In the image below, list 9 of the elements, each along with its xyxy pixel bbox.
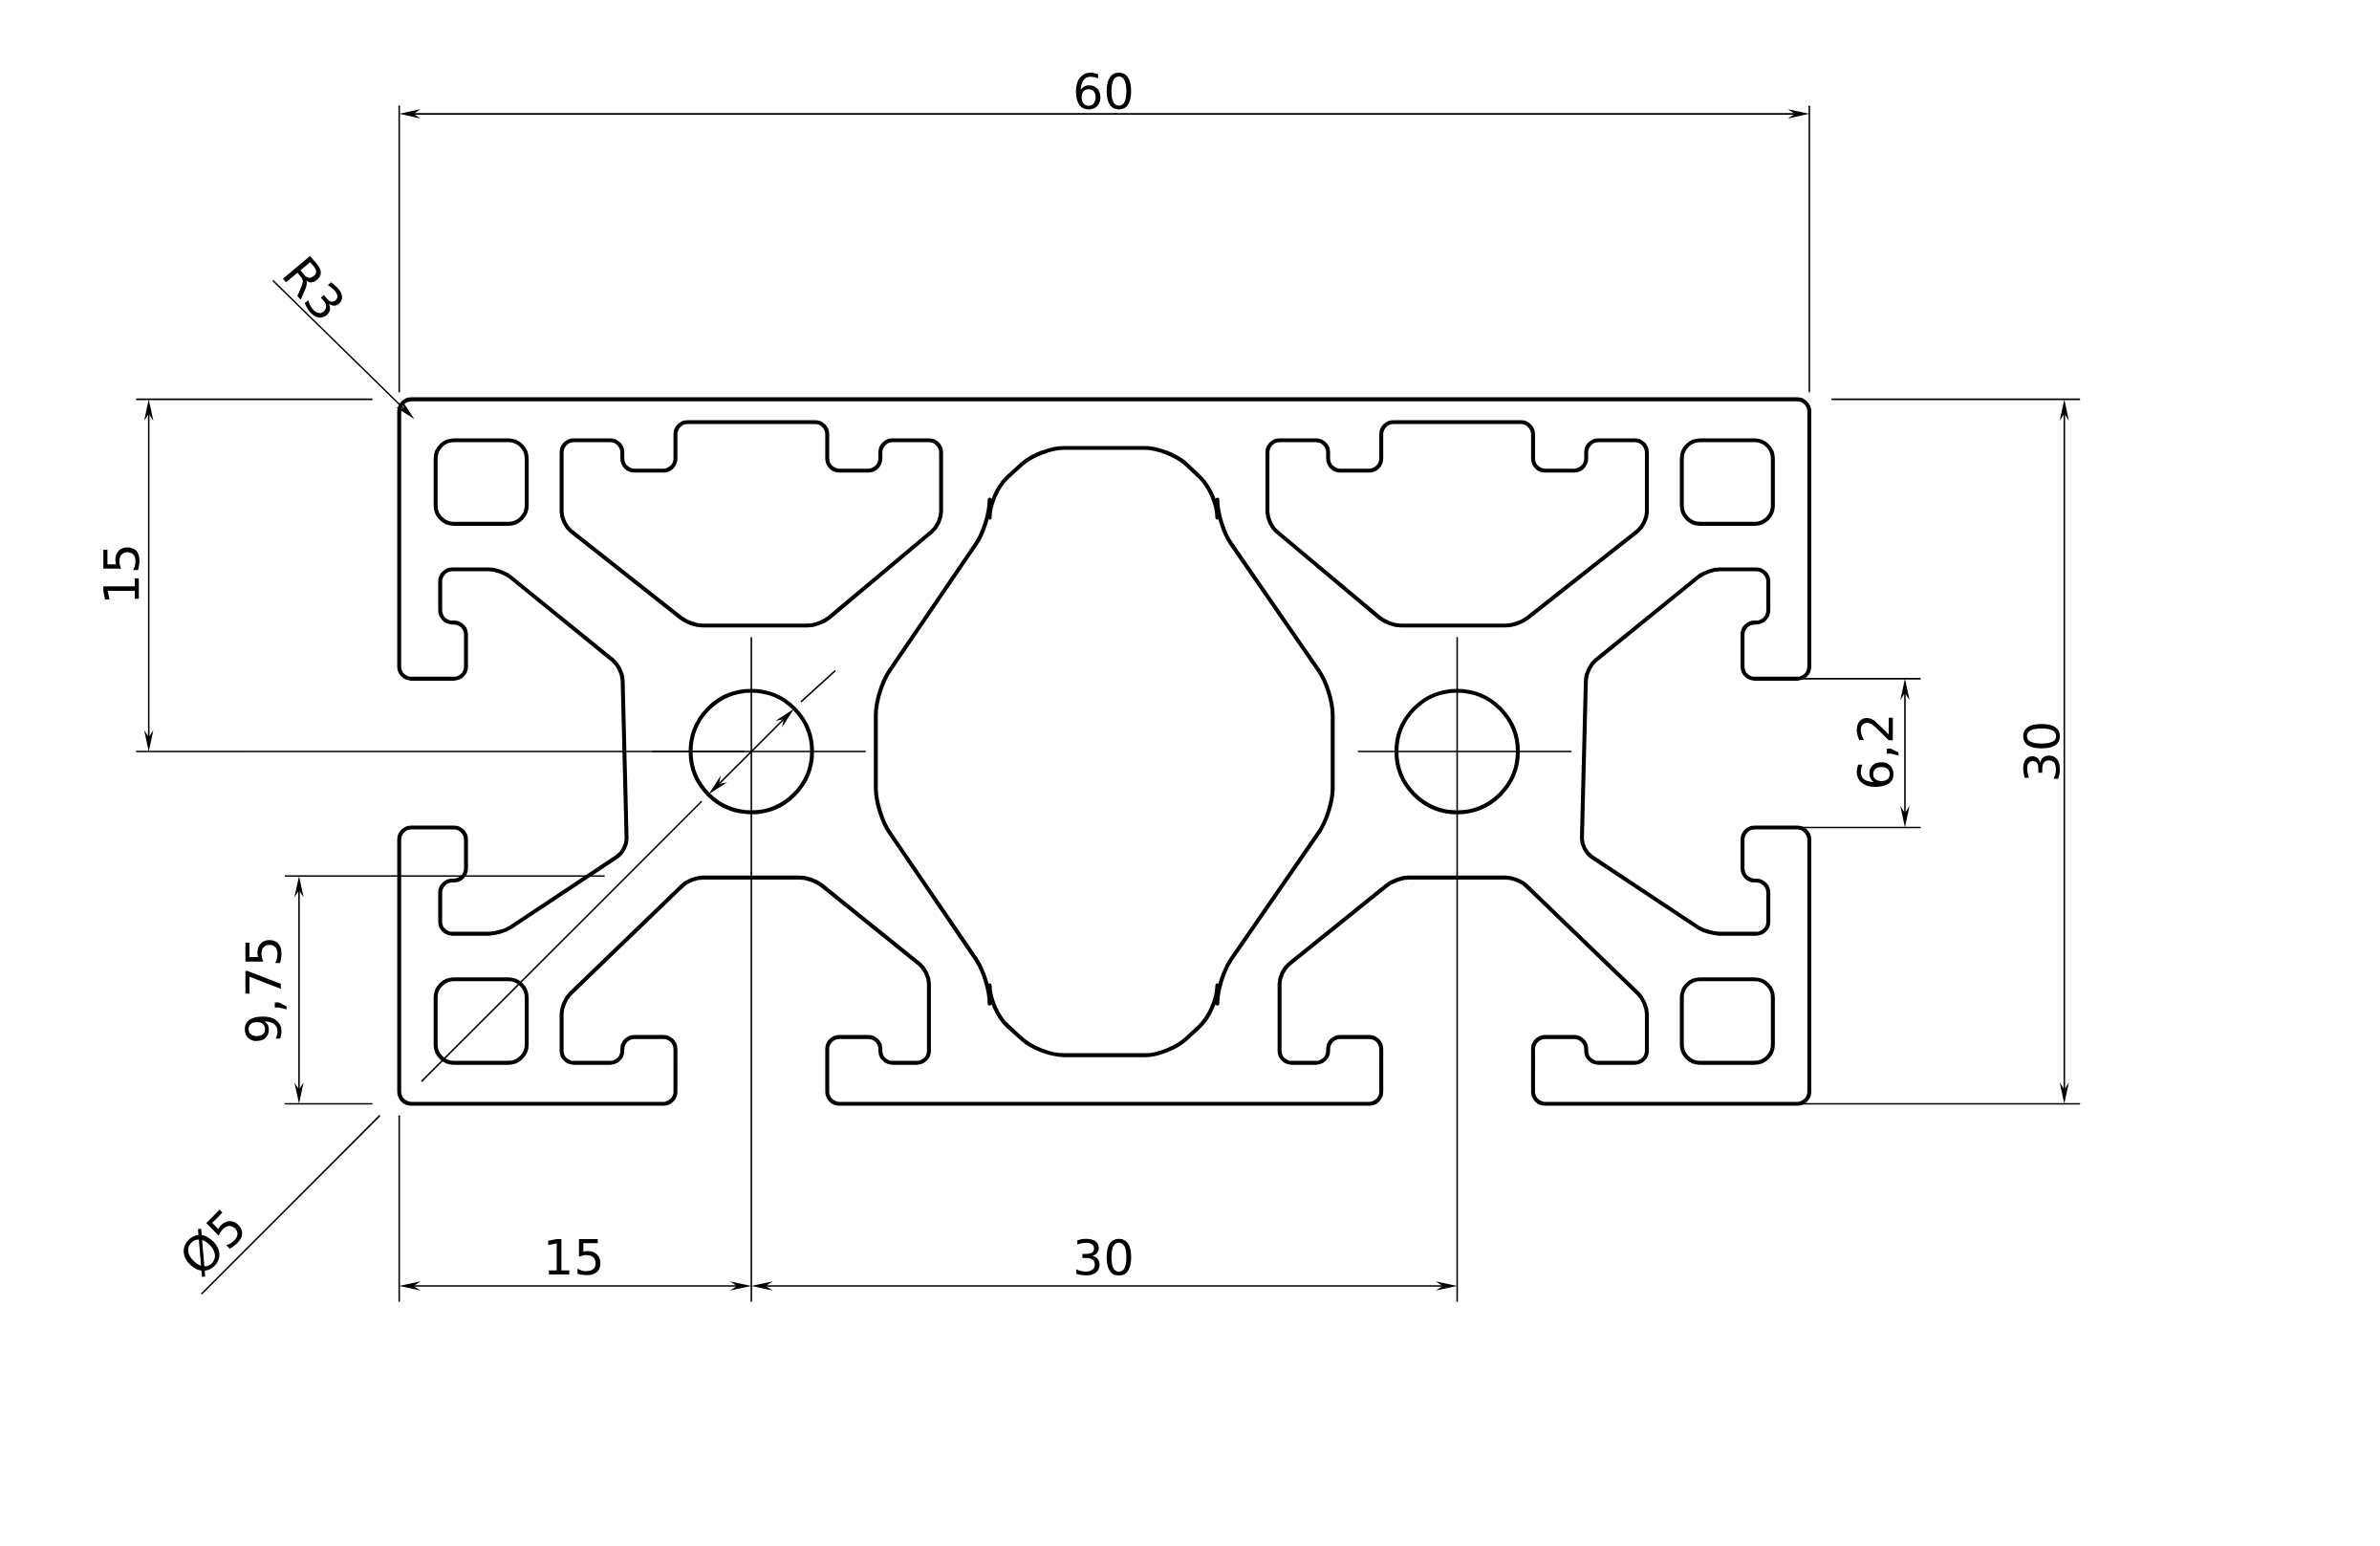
dimension-label: 15 bbox=[548, 1239, 601, 1275]
dimension-label: 15 bbox=[103, 547, 140, 600]
dimension-label: 6,2 bbox=[1856, 717, 1899, 788]
dimension-label: Ø5 bbox=[184, 1209, 243, 1277]
dimension-label: 30 bbox=[1076, 1238, 1132, 1276]
dimension-label: R3 bbox=[283, 255, 342, 318]
dimension-label: 60 bbox=[1075, 73, 1132, 110]
dimension-label: 9,75 bbox=[245, 940, 287, 1041]
dimension-label: 30 bbox=[2023, 724, 2061, 779]
